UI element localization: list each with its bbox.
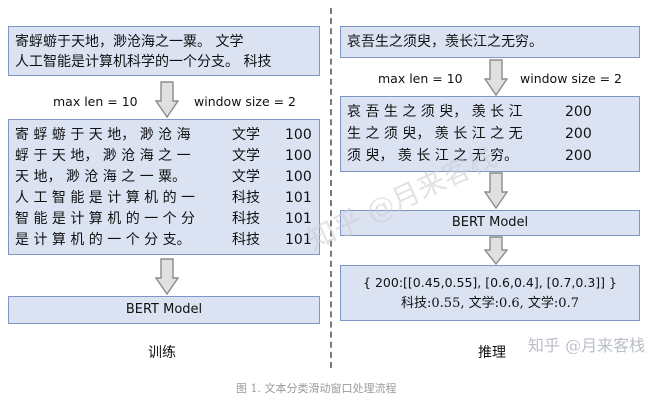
- training-window-label: 科技: [232, 211, 260, 227]
- inference-window-text: 须 臾， 羡 长 江 之 无 穷。: [347, 148, 519, 164]
- inference-window-id: 200: [565, 148, 592, 164]
- inference-window-text: 生 之 须 臾， 羡 长 江 之 无: [347, 126, 523, 142]
- training-window-label: 科技: [232, 232, 260, 248]
- training-window-id: 101: [285, 190, 312, 206]
- training-window-label: 文学: [232, 127, 260, 143]
- inference-window-size-label: window size = 2: [520, 71, 623, 86]
- section-divider: [330, 8, 332, 368]
- training-input-line-2: 人工智能是计算机科学的一个分支。 科技: [15, 54, 272, 70]
- figure-caption: 图 1. 文本分类滑动窗口处理流程: [236, 382, 397, 395]
- arrow-down-icon: [155, 81, 179, 119]
- training-window-size-label: window size = 2: [194, 94, 297, 109]
- training-bert-model-box: BERT Model: [8, 296, 320, 324]
- inference-result-box: { 200:[[0.45,0.55], [0.6,0.4], [0.7,0.3]…: [340, 265, 640, 321]
- training-section-title: 训练: [148, 345, 176, 361]
- arrow-down-icon: [484, 236, 508, 266]
- inference-bert-model-box: BERT Model: [340, 210, 640, 236]
- inference-bert-model-label: BERT Model: [451, 215, 529, 230]
- training-window-text: 寄 蜉 蝣 于 天 地， 渺 沧 海: [15, 127, 191, 143]
- arrow-down-icon: [155, 258, 179, 296]
- training-window-label: 文学: [232, 169, 260, 185]
- training-window-id: 100: [285, 127, 312, 143]
- inference-input-box: 哀吾生之须臾，羡长江之无穷。: [340, 26, 640, 58]
- training-max-len-label: max len = 10: [53, 94, 138, 109]
- inference-window-id: 200: [565, 126, 592, 142]
- inference-window-id: 200: [565, 104, 592, 120]
- training-window-text: 是 计 算 机 的 一 个 分 支。: [15, 232, 191, 248]
- training-window-text: 人 工 智 能 是 计 算 机 的 一: [15, 190, 196, 206]
- training-window-label: 科技: [232, 190, 260, 206]
- inference-result-scores: { 200:[[0.45,0.55], [0.6,0.4], [0.7,0.3]…: [363, 275, 617, 290]
- training-window-label: 文学: [232, 148, 260, 164]
- arrow-down-icon: [484, 59, 508, 97]
- inference-window-text: 哀 吾 生 之 须 臾， 羡 长 江: [347, 104, 523, 120]
- training-input-line-1: 寄蜉蝣于天地，渺沧海之一粟。 文学: [15, 34, 244, 50]
- training-input-box: 寄蜉蝣于天地，渺沧海之一粟。 文学 人工智能是计算机科学的一个分支。 科技: [8, 26, 320, 76]
- inference-max-len-label: max len = 10: [378, 71, 463, 86]
- arrow-down-icon: [484, 172, 508, 210]
- training-window-text: 天 地， 渺 沧 海 之 一 粟。: [15, 169, 187, 185]
- training-window-text: 蜉 于 天 地， 渺 沧 海 之 一: [15, 148, 191, 164]
- training-window-id: 100: [285, 169, 312, 185]
- training-window-id: 100: [285, 148, 312, 164]
- corner-watermark: 知乎 @月来客栈: [528, 336, 646, 355]
- training-window-id: 101: [285, 211, 312, 227]
- inference-result-labels: 科技:0.55, 文学:0.6, 文学:0.7: [401, 296, 579, 311]
- training-bert-model-label: BERT Model: [125, 302, 203, 317]
- training-window-id: 101: [285, 232, 312, 248]
- training-windows-box: 寄 蜉 蝣 于 天 地， 渺 沧 海 文学 100 蜉 于 天 地， 渺 沧 海…: [8, 119, 320, 255]
- inference-input-line: 哀吾生之须臾，羡长江之无穷。: [347, 34, 543, 50]
- inference-section-title: 推理: [478, 345, 506, 361]
- inference-windows-box: 哀 吾 生 之 须 臾， 羡 长 江 200 生 之 须 臾， 羡 长 江 之 …: [340, 96, 640, 172]
- training-window-text: 智 能 是 计 算 机 的 一 个 分: [15, 211, 196, 227]
